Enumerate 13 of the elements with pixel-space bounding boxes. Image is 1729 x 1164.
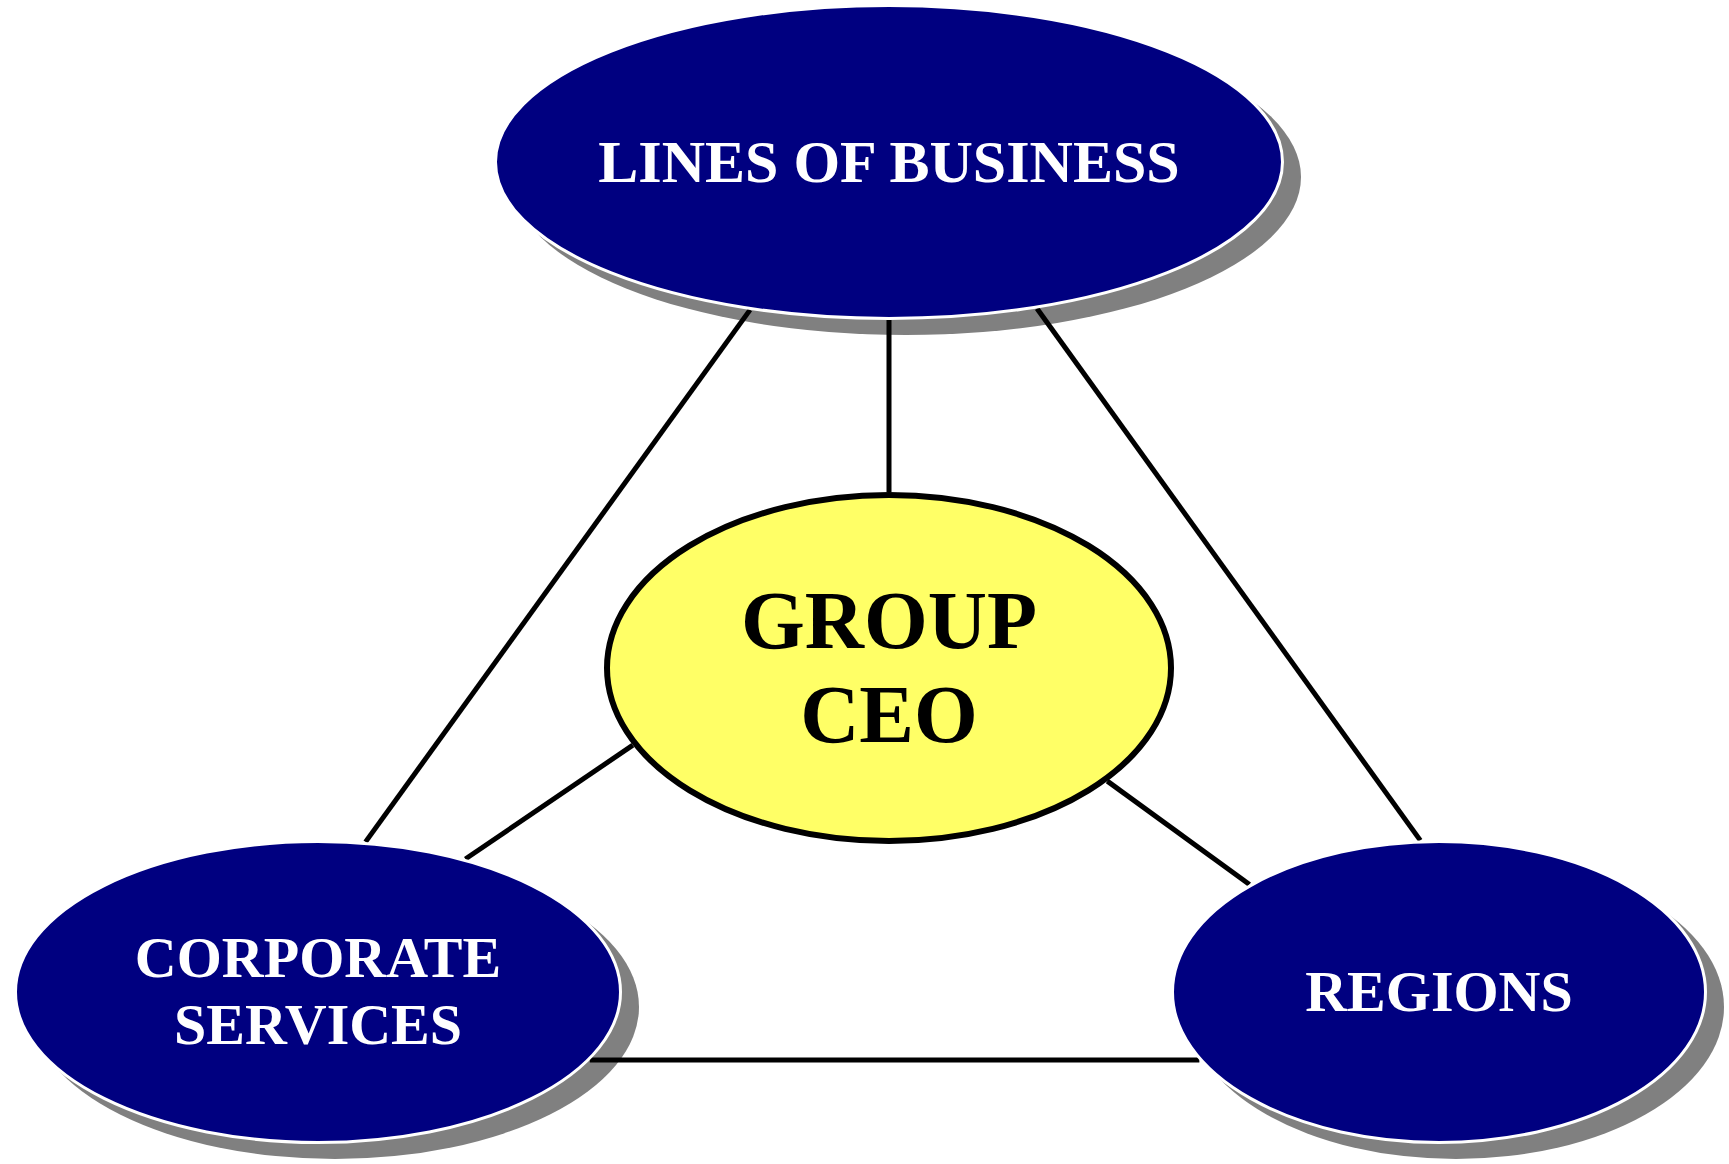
connector-line <box>363 308 753 844</box>
ellipse-node <box>14 840 622 1144</box>
connector-line <box>886 320 892 492</box>
ellipse-node <box>604 492 1174 844</box>
connector-line <box>1105 779 1251 887</box>
node-label: REGIONS <box>1305 958 1573 1026</box>
connector-line <box>463 743 635 862</box>
node-label: LINES OF BUSINESS <box>598 127 1180 197</box>
connector-line <box>1034 307 1423 842</box>
ellipse-node <box>1171 840 1707 1144</box>
node-label: GROUP CEO <box>739 573 1039 762</box>
node-label: CORPORATE SERVICES <box>133 925 503 1059</box>
ellipse-node <box>494 4 1284 320</box>
